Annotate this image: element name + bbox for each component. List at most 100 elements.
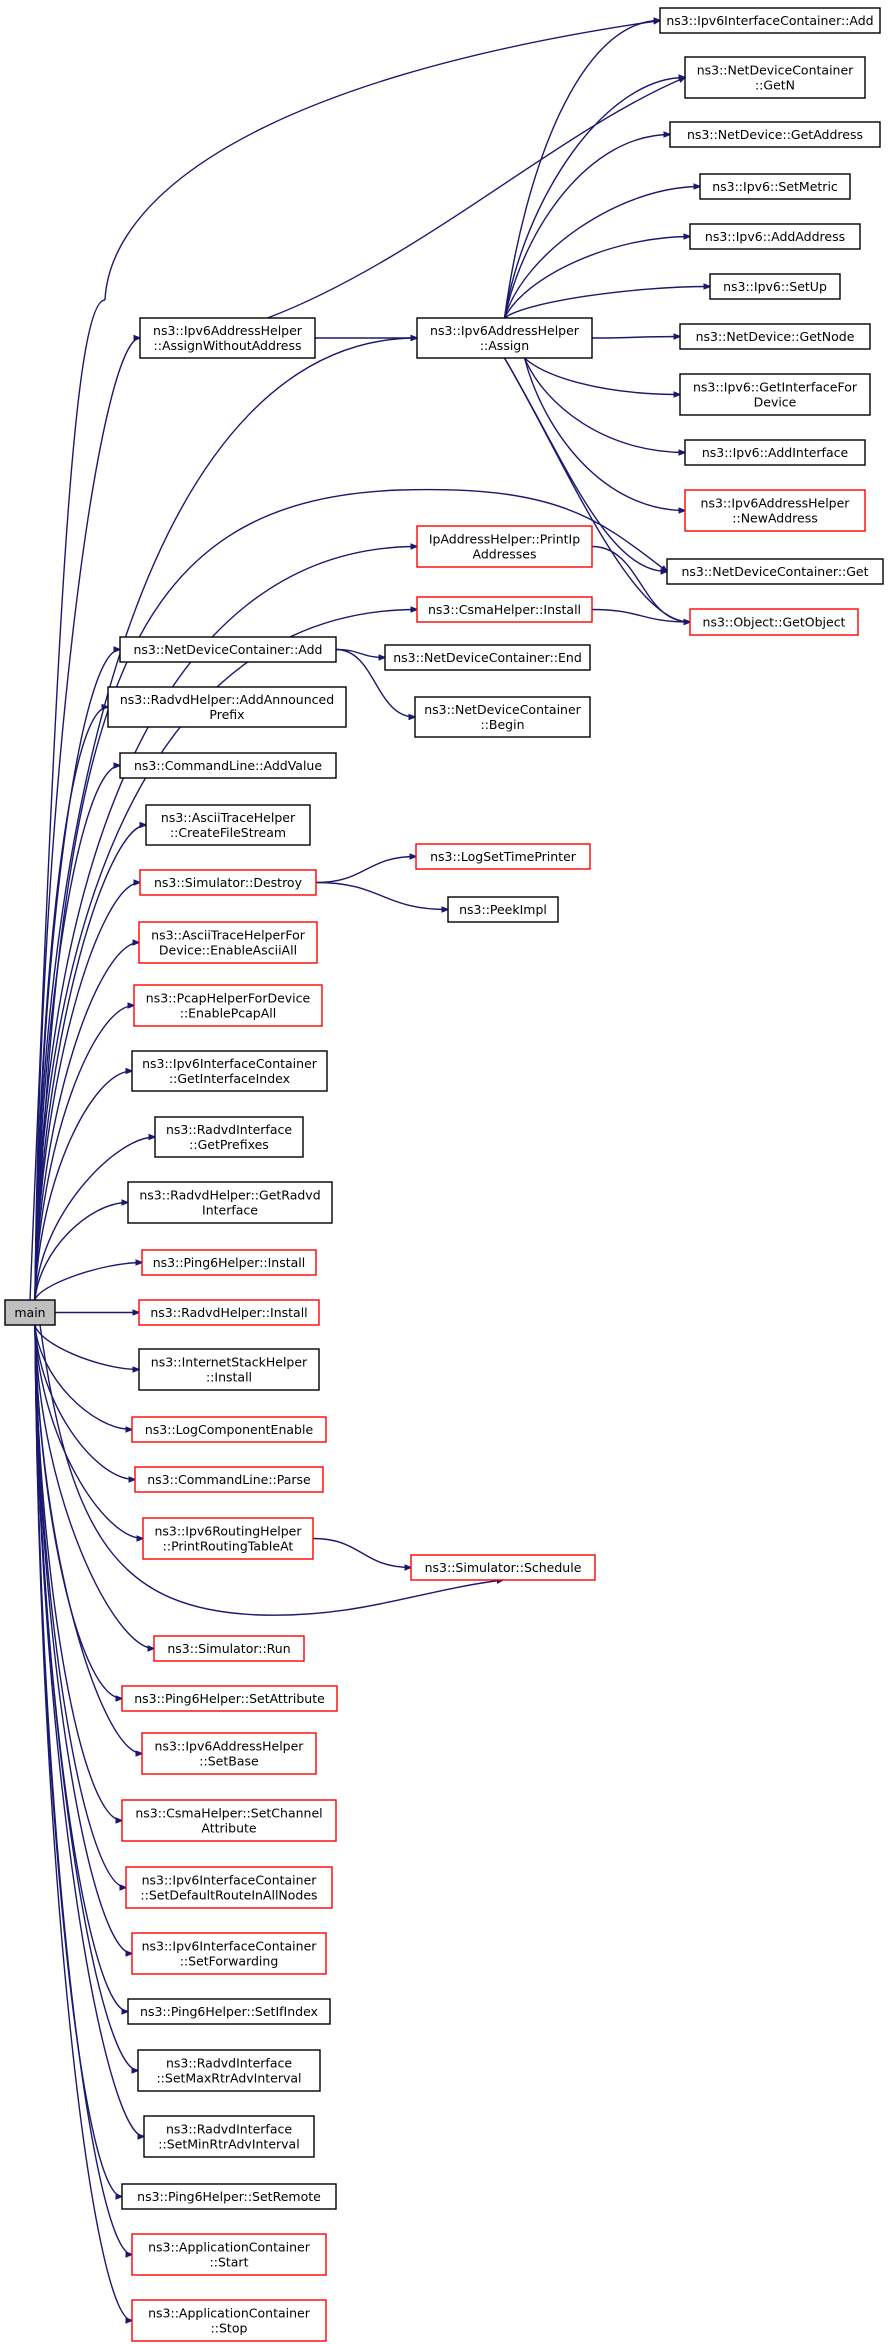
node-ascii-enableasciiall[interactable]: ns3::AsciiTraceHelperForDevice::EnableAs… (138, 921, 318, 964)
node-label: ::Install (206, 1370, 252, 1385)
node-ipv6-addaddress[interactable]: ns3::Ipv6::AddAddress (689, 223, 861, 250)
node-label: ns3::Simulator::Run (167, 1641, 290, 1656)
node-radvd-install[interactable]: ns3::RadvdHelper::Install (138, 1299, 320, 1326)
edge-main-to-pcap_enablepcapall (34, 1006, 134, 1301)
node-cmd-addvalue[interactable]: ns3::CommandLine::AddValue (119, 752, 337, 779)
node-ipv6ic-getinterfaceindex[interactable]: ns3::Ipv6InterfaceContainer::GetInterfac… (131, 1050, 328, 1092)
node-label: ns3::CsmaHelper::SetChannel (135, 1806, 322, 1821)
node-ipv6ah-newaddress[interactable]: ns3::Ipv6AddressHelper::NewAddress (684, 489, 866, 532)
node-ping6-setattribute[interactable]: ns3::Ping6Helper::SetAttribute (121, 1685, 338, 1712)
node-ish-install[interactable]: ns3::InternetStackHelper::Install (138, 1348, 320, 1391)
node-pcap-enablepcapall[interactable]: ns3::PcapHelperForDevice::EnablePcapAll (133, 984, 323, 1027)
node-cmd-parse[interactable]: ns3::CommandLine::Parse (134, 1466, 324, 1493)
node-box (669, 121, 881, 148)
node-ipv6ah-assignwithoutaddress[interactable]: ns3::Ipv6AddressHelper::AssignWithoutAdd… (139, 317, 316, 359)
node-object-getobject[interactable]: ns3::Object::GetObject (689, 608, 859, 636)
node-appc-start[interactable]: ns3::ApplicationContainer::Start (131, 2233, 327, 2276)
node-label: ns3::Ipv6InterfaceContainer (142, 1873, 318, 1888)
node-nd-getnode[interactable]: ns3::NetDevice::GetNode (679, 323, 871, 350)
node-ipv6ic-add[interactable]: ns3::Ipv6InterfaceContainer::Add (659, 7, 881, 34)
node-ping6-install[interactable]: ns3::Ping6Helper::Install (141, 1249, 317, 1276)
edge-main-to-appc_start (34, 1324, 132, 2255)
node-box (141, 1732, 317, 1775)
node-label: ns3::Ipv6InterfaceContainer::Add (666, 13, 873, 28)
node-ipv6rh-printroutingtableat[interactable]: ns3::Ipv6RoutingHelper::PrintRoutingTabl… (142, 1517, 314, 1560)
node-appc-stop[interactable]: ns3::ApplicationContainer::Stop (131, 2299, 327, 2342)
node-label: ns3::LogComponentEnable (145, 1422, 314, 1437)
node-label: ns3::ApplicationContainer (148, 2240, 311, 2255)
call-nodes: main ns3::Ipv6InterfaceContainer::Addns3:… (4, 7, 884, 2342)
node-box (119, 636, 337, 663)
node-label: ::SetBase (199, 1754, 259, 1769)
node-ipv6-setup[interactable]: ns3::Ipv6::SetUp (709, 273, 841, 300)
node-label: ns3::Ipv6RoutingHelper (154, 1524, 302, 1539)
node-ipv6ic-setforwarding[interactable]: ns3::Ipv6InterfaceContainer::SetForwardi… (131, 1932, 327, 1975)
edge-main-to-ascii_enableasciiall (34, 943, 139, 1301)
node-label: ns3::NetDeviceContainer (697, 63, 854, 78)
root-node-main: main (4, 1299, 56, 1326)
node-label: ns3::NetDevice::GetNode (696, 329, 855, 344)
edge-main-to-radvdif_setminrtradvinterval (34, 1324, 144, 2137)
node-label: ns3::Ping6Helper::Install (153, 1255, 306, 1270)
node-box (121, 1685, 338, 1712)
node-sim-run[interactable]: ns3::Simulator::Run (153, 1635, 305, 1662)
node-label: ::EnablePcapAll (180, 1006, 277, 1021)
node-sim-schedule[interactable]: ns3::Simulator::Schedule (410, 1554, 596, 1581)
node-box (4, 1299, 56, 1326)
node-ping6-setremote[interactable]: ns3::Ping6Helper::SetRemote (121, 2183, 337, 2210)
edge-ipv6ah_assign-to-ipv6_setup (504, 287, 711, 319)
node-radvdif-setmaxrtradvinterval[interactable]: ns3::RadvdInterface::SetMaxRtrAdvInterva… (137, 2049, 321, 2092)
node-ndc-begin[interactable]: ns3::NetDeviceContainer::Begin (414, 696, 591, 738)
node-ndc-getn[interactable]: ns3::NetDeviceContainer::GetN (684, 56, 866, 99)
node-logcomponentenable[interactable]: ns3::LogComponentEnable (131, 1416, 327, 1443)
edge-ipv6ah_assign-to-ipv6_addaddress (503, 237, 691, 319)
node-ipv6-addinterface[interactable]: ns3::Ipv6::AddInterface (684, 439, 866, 466)
node-ndc-get[interactable]: ns3::NetDeviceContainer::Get (666, 558, 884, 585)
edge-sim_destroy-to-logsettimeprinter (315, 857, 416, 884)
edge-ipv6ah_assignwithoutaddress-to-ndc_getn (267, 76, 686, 319)
node-ping6-setifindex[interactable]: ns3::Ping6Helper::SetIfIndex (127, 1998, 331, 2025)
node-csma-install[interactable]: ns3::CsmaHelper::Install (416, 596, 593, 623)
node-box (416, 317, 593, 359)
node-box (666, 558, 884, 585)
node-label: ::Assign (480, 338, 529, 353)
node-ascii-createfilestream[interactable]: ns3::AsciiTraceHelper::CreateFileStream (145, 804, 311, 846)
node-ndc-end[interactable]: ns3::NetDeviceContainer::End (384, 644, 591, 671)
node-ndc-add[interactable]: ns3::NetDeviceContainer::Add (119, 636, 337, 663)
node-label: ns3::NetDeviceContainer::End (393, 650, 582, 665)
node-label: Interface (202, 1203, 258, 1218)
node-label: ::CreateFileStream (170, 825, 286, 840)
node-box (138, 921, 318, 964)
edge-main-to-ipv6ah_setbase (34, 1324, 142, 1754)
node-radvdif-setminrtradvinterval[interactable]: ns3::RadvdInterface::SetMinRtrAdvInterva… (143, 2115, 315, 2158)
node-label: ns3::Ipv6::AddInterface (702, 445, 849, 460)
node-box (131, 1416, 327, 1443)
node-peekimpl[interactable]: ns3::PeekImpl (447, 896, 559, 923)
node-box (416, 525, 593, 568)
node-label: ::NewAddress (732, 511, 817, 526)
edge-ipv6ah_assign-to-ipv6_setmetric (503, 187, 701, 319)
node-label: ns3::Ping6Helper::SetIfIndex (140, 2004, 318, 2019)
node-label: ns3::Ping6Helper::SetAttribute (134, 1691, 325, 1706)
node-ipv6ah-assign[interactable]: ns3::Ipv6AddressHelper::Assign (416, 317, 593, 359)
node-box (141, 1249, 317, 1276)
node-label: ::GetPrefixes (189, 1137, 269, 1152)
node-logsettimeprinter[interactable]: ns3::LogSetTimePrinter (415, 843, 591, 870)
edge-main-to-ping6_install (34, 1263, 142, 1301)
node-label: Prefix (209, 707, 244, 722)
node-ipv6ah-setbase[interactable]: ns3::Ipv6AddressHelper::SetBase (141, 1732, 317, 1775)
node-ipv6ic-setdefaultroute[interactable]: ns3::Ipv6InterfaceContainer::SetDefaultR… (125, 1866, 333, 1909)
node-ipv6-setmetric[interactable]: ns3::Ipv6::SetMetric (699, 173, 851, 200)
edge-ipv6ah_assign-to-ipv6ah_newaddress (523, 357, 686, 511)
edge-main-to-cmd_addvalue (34, 766, 120, 1301)
node-radvdif-getprefixes[interactable]: ns3::RadvdInterface::GetPrefixes (154, 1116, 304, 1158)
node-sim-destroy[interactable]: ns3::Simulator::Destroy (139, 869, 317, 896)
node-box (689, 608, 859, 636)
node-label: ns3::Ipv6::SetMetric (712, 179, 838, 194)
node-nd-getaddress[interactable]: ns3::NetDevice::GetAddress (669, 121, 881, 148)
